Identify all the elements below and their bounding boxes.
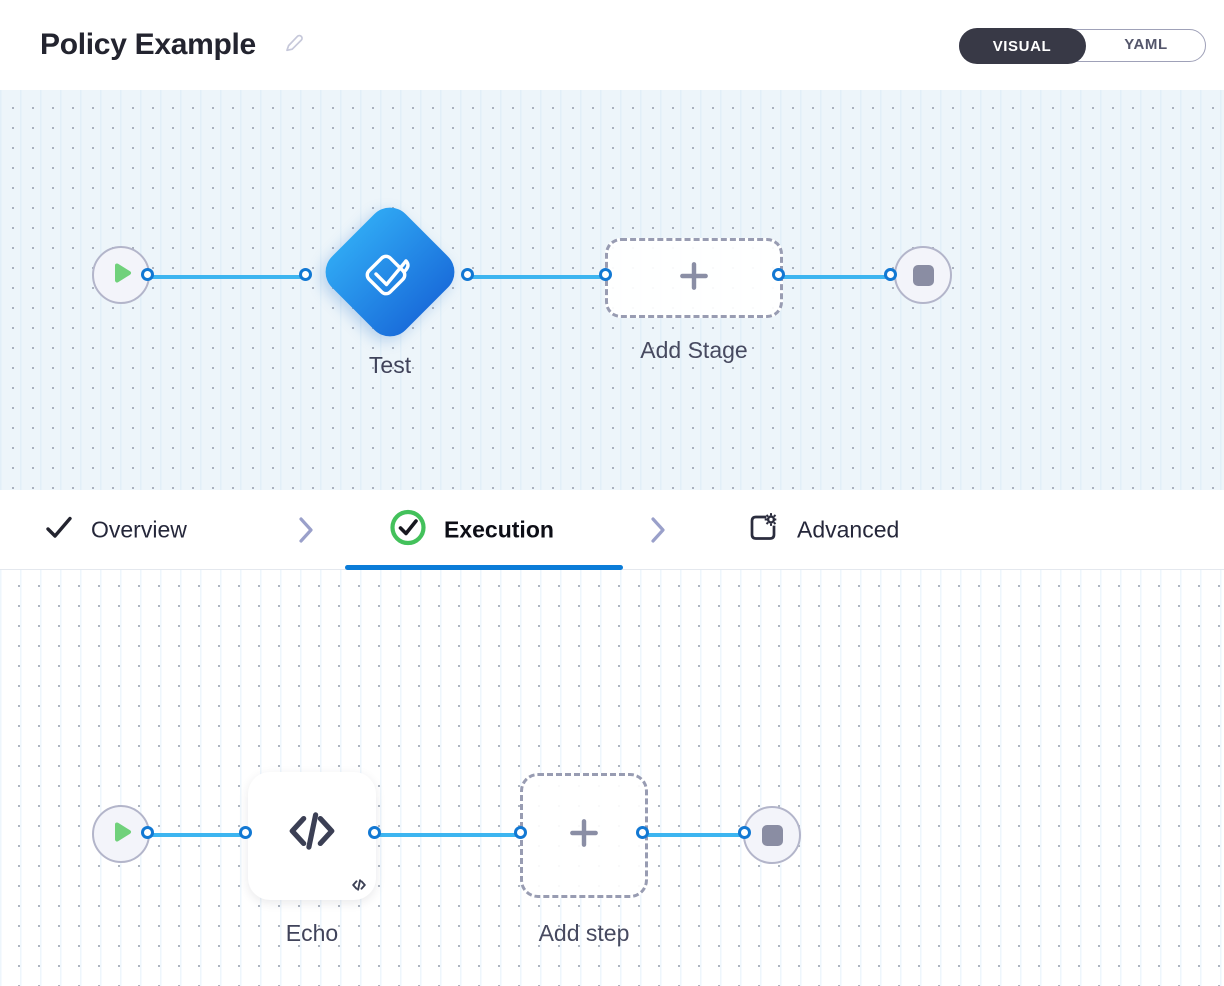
code-badge-icon	[351, 877, 367, 893]
pencil-icon	[282, 31, 306, 60]
step-node-label: Echo	[285, 920, 339, 946]
connector-port	[141, 268, 154, 281]
toggle-yaml-button[interactable]: YAML	[1087, 30, 1205, 60]
connector-port	[299, 268, 312, 281]
step-node-echo[interactable]	[248, 772, 376, 900]
stage-canvas[interactable]: Test Add Stage	[0, 90, 1224, 490]
execution-start-node[interactable]	[92, 805, 150, 863]
tab-overview[interactable]: Overview	[44, 512, 187, 547]
add-step-button[interactable]	[520, 773, 648, 898]
add-stage-button[interactable]	[605, 238, 783, 318]
tab-execution[interactable]: Execution	[389, 508, 554, 551]
add-stage-label: Add Stage	[640, 337, 748, 363]
pipeline-start-node[interactable]	[92, 246, 150, 304]
connector-port	[884, 268, 897, 281]
connector-port	[636, 826, 649, 839]
stage-tab-bar: Overview Execution Advanced	[0, 490, 1224, 570]
add-step-label: Add step	[538, 920, 630, 946]
tab-advanced-label: Advanced	[797, 516, 900, 542]
page-title: Policy Example	[40, 28, 256, 61]
chevron-right-icon	[297, 516, 315, 544]
check-circle-icon	[389, 508, 427, 551]
connector-port	[239, 826, 252, 839]
tab-advanced[interactable]: Advanced	[746, 510, 899, 549]
stop-icon	[761, 824, 783, 846]
visual-yaml-toggle: VISUAL YAML	[958, 28, 1206, 64]
toggle-visual-button[interactable]: VISUAL	[958, 28, 1086, 64]
chevron-right-icon	[649, 516, 667, 544]
step-canvas[interactable]: Echo Add step	[0, 570, 1224, 986]
connector-port	[514, 826, 527, 839]
edit-title-button[interactable]	[282, 31, 306, 60]
advanced-settings-icon	[746, 510, 780, 549]
connector-port	[368, 826, 381, 839]
execution-end-node[interactable]	[743, 806, 801, 864]
connector-port	[461, 268, 474, 281]
edge-start-to-step	[150, 833, 248, 837]
play-icon	[108, 819, 134, 850]
edge-step-to-addstep	[377, 833, 523, 837]
play-icon	[108, 260, 134, 291]
code-icon	[285, 804, 339, 863]
plus-icon	[566, 815, 602, 856]
connector-port	[599, 268, 612, 281]
plus-icon	[676, 258, 712, 299]
connector-port	[738, 826, 751, 839]
approval-check-icon	[365, 254, 410, 296]
edge-stage-to-addstage	[470, 275, 608, 279]
stop-icon	[912, 264, 934, 286]
edge-addstage-to-end	[781, 275, 893, 279]
toggle-yaml-label: YAML	[1124, 36, 1168, 53]
tab-overview-label: Overview	[91, 516, 187, 542]
stage-node-label: Test	[368, 352, 412, 378]
edge-start-to-stage	[150, 275, 308, 279]
active-tab-indicator	[345, 565, 623, 570]
connector-port	[141, 826, 154, 839]
tab-execution-label: Execution	[444, 516, 554, 542]
edge-addstep-to-end	[645, 833, 747, 837]
toggle-visual-label: VISUAL	[992, 37, 1052, 55]
header: Policy Example VISUAL YAML	[0, 0, 1224, 90]
pipeline-end-node[interactable]	[894, 246, 952, 304]
check-icon	[44, 512, 74, 547]
connector-port	[772, 268, 785, 281]
